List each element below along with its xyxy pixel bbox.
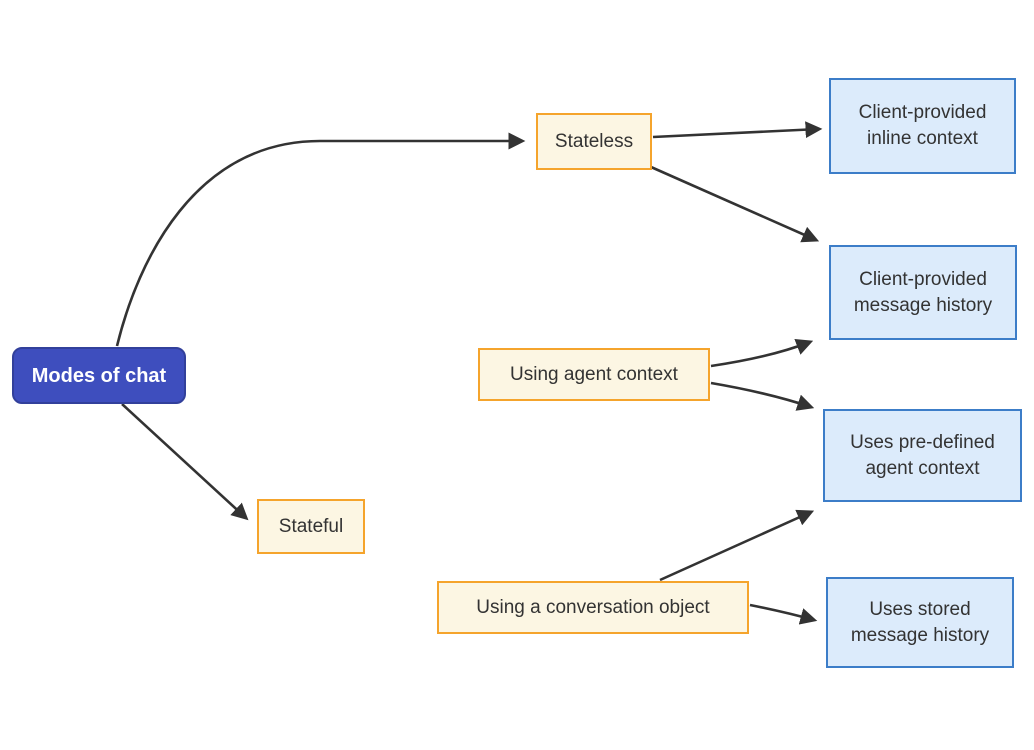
- node-uses-pre-defined-agent-context-label: Uses pre-defined agent context: [850, 431, 995, 479]
- edge-agent-context-to-predefined-context: [710, 381, 815, 411]
- node-using-a-conversation-object-label: Using a conversation object: [476, 596, 710, 618]
- node-modes-of-chat-label: Modes of chat: [31, 364, 167, 387]
- node-modes-of-chat: Modes of chat: [12, 347, 186, 404]
- edge-stateless-to-inline-context: [652, 121, 823, 139]
- edge-conversation-to-stored-history: [749, 603, 818, 625]
- node-client-provided-message-history-label: Client-provided message history: [853, 268, 993, 316]
- node-uses-pre-defined-agent-context: Uses pre-defined agent context: [823, 409, 1022, 502]
- node-client-provided-inline-context: Client-provided inline context: [829, 78, 1016, 174]
- node-stateless-label: Stateless: [554, 130, 634, 152]
- node-uses-stored-message-history-label: Uses stored message history: [850, 598, 990, 646]
- node-stateful-label: Stateful: [278, 515, 344, 537]
- node-uses-stored-message-history: Uses stored message history: [826, 577, 1014, 668]
- node-stateless: Stateless: [536, 113, 652, 170]
- node-stateful: Stateful: [257, 499, 365, 554]
- edge-root-to-stateless: [115, 132, 526, 347]
- node-client-provided-inline-context-label: Client-provided inline context: [858, 102, 987, 149]
- edge-agent-context-to-message-history: [710, 338, 814, 368]
- node-client-provided-message-history: Client-provided message history: [829, 245, 1017, 340]
- node-using-a-conversation-object: Using a conversation object: [437, 581, 749, 634]
- node-using-agent-context-label: Using agent context: [510, 363, 678, 385]
- edge-stateless-to-message-history: [650, 165, 820, 243]
- edge-conversation-to-predefined-context: [659, 509, 815, 582]
- node-using-agent-context: Using agent context: [478, 348, 710, 401]
- edge-root-to-stateful: [121, 403, 249, 521]
